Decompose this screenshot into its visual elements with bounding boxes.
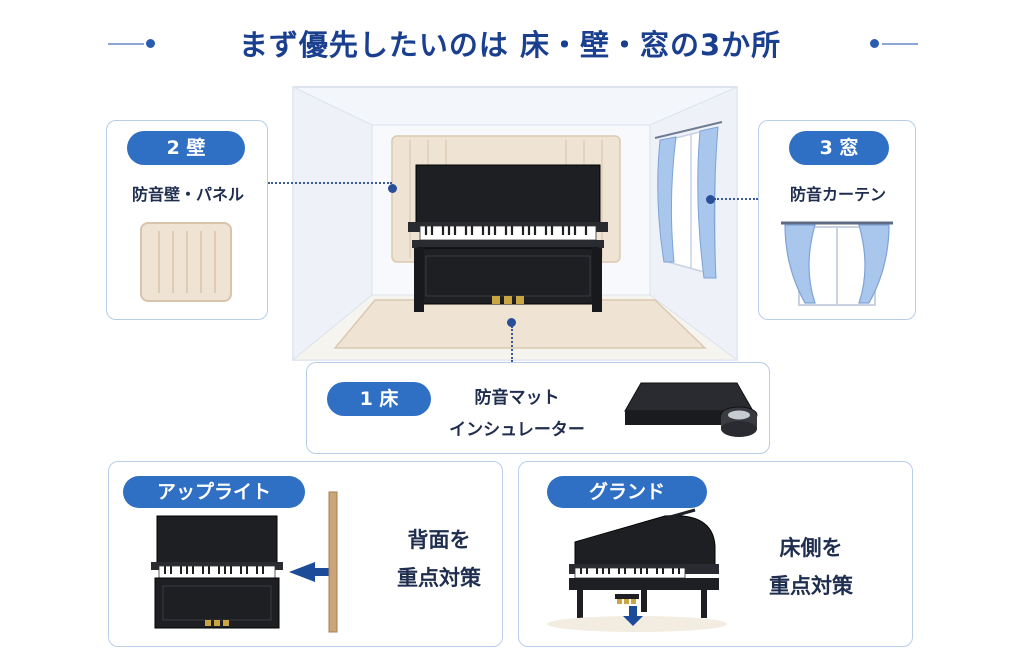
page-title: まず優先したいのは 床・壁・窓の3か所 — [238, 28, 782, 62]
floor-connector-dot — [507, 318, 516, 327]
mat-insulator-icon — [624, 382, 758, 437]
grand-card: グランド 床側を 重点対策 — [518, 461, 913, 647]
upright-text-1: 背面を — [407, 528, 471, 552]
window-connector — [714, 198, 758, 200]
title-left-line — [108, 43, 144, 45]
floor-card: 1 床 防音マット インシュレーター — [306, 362, 770, 454]
wall-card: 2 壁 防音壁・パネル — [106, 120, 268, 320]
title-left-dot — [146, 39, 155, 48]
window-badge: 3 窓 — [789, 131, 889, 165]
grand-text-2: 重点対策 — [769, 574, 853, 598]
floor-label-1: 防音マット — [474, 388, 560, 408]
wall-connector-dot — [388, 184, 397, 193]
title-right-dot — [870, 39, 879, 48]
title-right-line — [882, 43, 918, 45]
window-connector-dot — [706, 195, 715, 204]
window-card: 3 窓 防音カーテン — [758, 120, 916, 320]
upright-text-2: 重点対策 — [397, 566, 481, 590]
upright-badge: アップライト — [123, 476, 305, 508]
wall-connector — [268, 182, 392, 184]
grand-badge: グランド — [547, 476, 707, 508]
grand-piano-icon — [547, 508, 727, 632]
header: まず優先したいのは 床・壁・窓の3か所 — [0, 22, 1024, 66]
wall-label: 防音壁・パネル — [131, 185, 244, 204]
floor-connector — [511, 326, 513, 362]
floor-label-2: インシュレーター — [449, 420, 585, 440]
wall-panel-icon — [140, 222, 232, 302]
wall-badge: 2 壁 — [127, 131, 245, 165]
window-label: 防音カーテン — [789, 185, 886, 204]
upright-card: アップライト 背面を 重点対策 — [108, 461, 503, 647]
curtain-icon — [781, 221, 893, 306]
floor-badge: 1 床 — [327, 382, 431, 416]
grand-text-1: 床側を — [779, 536, 843, 560]
upright-piano-icon — [151, 491, 338, 633]
